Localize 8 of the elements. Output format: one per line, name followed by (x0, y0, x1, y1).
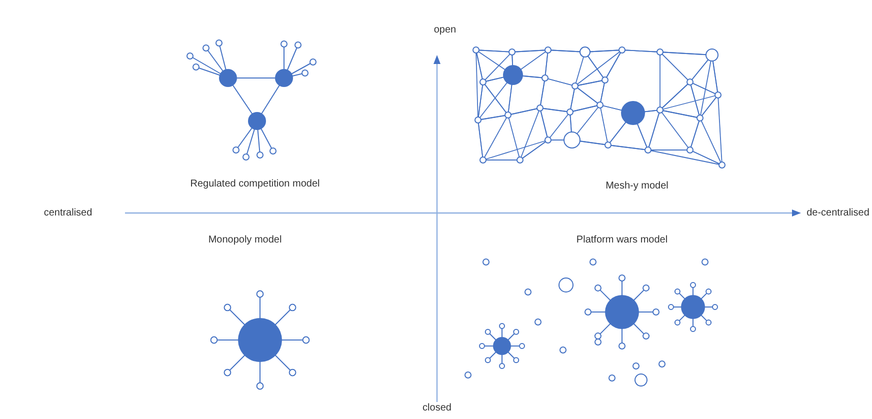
quadrant-label: Monopoly model (208, 234, 282, 246)
axis-label: de-centralised (806, 208, 870, 218)
axis-label: open (434, 24, 456, 36)
quadrant-label: Mesh-y model (606, 180, 668, 192)
axis-label: closed (422, 402, 452, 414)
quadrant-label: Regulated competition model (190, 178, 320, 190)
axis-label: centralised (44, 208, 92, 218)
quadrant-label: Platform wars model (576, 234, 668, 246)
